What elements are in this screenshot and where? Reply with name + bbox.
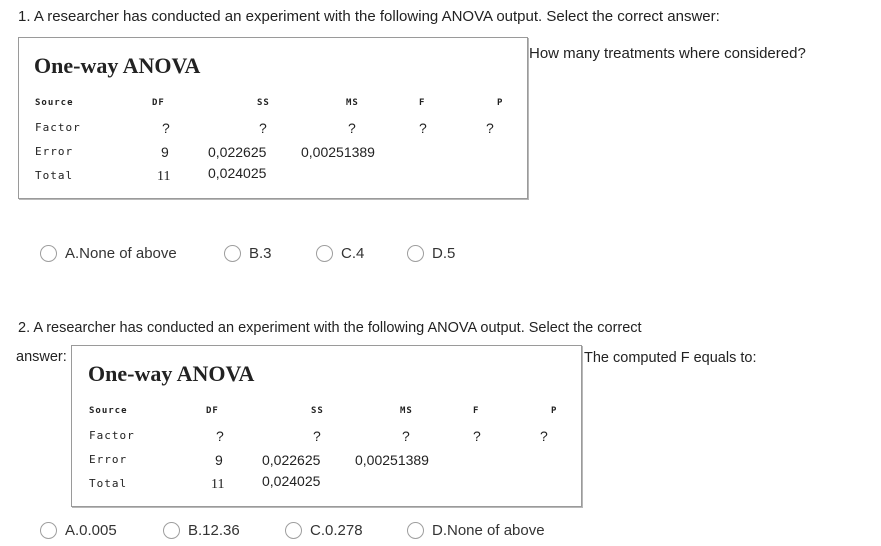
q2-option-d[interactable]: D.None of above bbox=[407, 522, 545, 539]
row-error-df: 9 bbox=[161, 144, 169, 160]
question-2-text-cont: answer: bbox=[16, 349, 67, 365]
header-p: P bbox=[497, 98, 504, 108]
row-factor-source: Factor bbox=[89, 429, 135, 442]
anova-table-2: One-way ANOVA Source DF SS MS F P Factor… bbox=[71, 345, 582, 507]
option-label: C.4 bbox=[341, 245, 365, 262]
option-label: A.0.005 bbox=[65, 522, 117, 539]
row-factor-p: ? bbox=[540, 428, 548, 444]
row-factor-ss: ? bbox=[259, 120, 267, 136]
row-total-source: Total bbox=[89, 477, 128, 490]
radio-button[interactable] bbox=[224, 245, 241, 262]
row-factor-f: ? bbox=[419, 120, 427, 136]
row-error-ms: 0,00251389 bbox=[355, 452, 429, 468]
header-source: Source bbox=[35, 98, 74, 108]
question-2-prompt: The computed F equals to: bbox=[584, 350, 757, 366]
row-factor-f: ? bbox=[473, 428, 481, 444]
header-df: DF bbox=[152, 98, 165, 108]
anova-table-title: One-way ANOVA bbox=[34, 53, 201, 78]
radio-button[interactable] bbox=[163, 522, 180, 539]
row-factor-ms: ? bbox=[402, 428, 410, 444]
header-ss: SS bbox=[257, 98, 270, 108]
row-factor-ss: ? bbox=[313, 428, 321, 444]
q2-option-c[interactable]: C.0.278 bbox=[285, 522, 363, 539]
option-label: C.0.278 bbox=[310, 522, 363, 539]
row-error-source: Error bbox=[35, 145, 74, 158]
row-total-source: Total bbox=[35, 169, 74, 182]
q1-option-b[interactable]: B.3 bbox=[224, 245, 272, 262]
row-factor-p: ? bbox=[486, 120, 494, 136]
q2-option-b[interactable]: B.12.36 bbox=[163, 522, 240, 539]
row-total-ss: 0,024025 bbox=[208, 165, 267, 181]
anova-table-1: One-way ANOVA Source DF SS MS F P Factor… bbox=[18, 37, 528, 199]
option-label: B.12.36 bbox=[188, 522, 240, 539]
header-df: DF bbox=[206, 406, 219, 416]
row-factor-df: ? bbox=[216, 428, 224, 444]
option-label: D.5 bbox=[432, 245, 456, 262]
row-total-df: 11 bbox=[211, 477, 225, 492]
row-error-df: 9 bbox=[215, 452, 223, 468]
question-2-text: 2. A researcher has conducted an experim… bbox=[18, 320, 642, 336]
header-f: F bbox=[419, 98, 426, 108]
option-label: B.3 bbox=[249, 245, 272, 262]
header-ms: MS bbox=[346, 98, 359, 108]
row-error-ss: 0,022625 bbox=[262, 452, 321, 468]
anova-table-title: One-way ANOVA bbox=[88, 361, 255, 386]
radio-button[interactable] bbox=[407, 522, 424, 539]
q1-option-a[interactable]: A.None of above bbox=[40, 245, 177, 262]
option-label: A.None of above bbox=[65, 245, 177, 262]
option-label: D.None of above bbox=[432, 522, 545, 539]
header-ss: SS bbox=[311, 406, 324, 416]
row-error-source: Error bbox=[89, 453, 128, 466]
row-factor-ms: ? bbox=[348, 120, 356, 136]
radio-button[interactable] bbox=[285, 522, 302, 539]
q2-option-a[interactable]: A.0.005 bbox=[40, 522, 117, 539]
q1-option-d[interactable]: D.5 bbox=[407, 245, 455, 262]
q1-option-c[interactable]: C.4 bbox=[316, 245, 364, 262]
row-factor-source: Factor bbox=[35, 121, 81, 134]
row-factor-df: ? bbox=[162, 120, 170, 136]
row-error-ss: 0,022625 bbox=[208, 144, 267, 160]
row-total-df: 11 bbox=[157, 169, 171, 184]
radio-button[interactable] bbox=[407, 245, 424, 262]
radio-button[interactable] bbox=[40, 522, 57, 539]
header-p: P bbox=[551, 406, 558, 416]
row-error-ms: 0,00251389 bbox=[301, 144, 375, 160]
header-f: F bbox=[473, 406, 480, 416]
radio-button[interactable] bbox=[40, 245, 57, 262]
header-ms: MS bbox=[400, 406, 413, 416]
question-1-text: 1. A researcher has conducted an experim… bbox=[18, 8, 720, 25]
header-source: Source bbox=[89, 406, 128, 416]
radio-button[interactable] bbox=[316, 245, 333, 262]
row-total-ss: 0,024025 bbox=[262, 473, 321, 489]
question-1-prompt: How many treatments where considered? bbox=[529, 45, 806, 62]
